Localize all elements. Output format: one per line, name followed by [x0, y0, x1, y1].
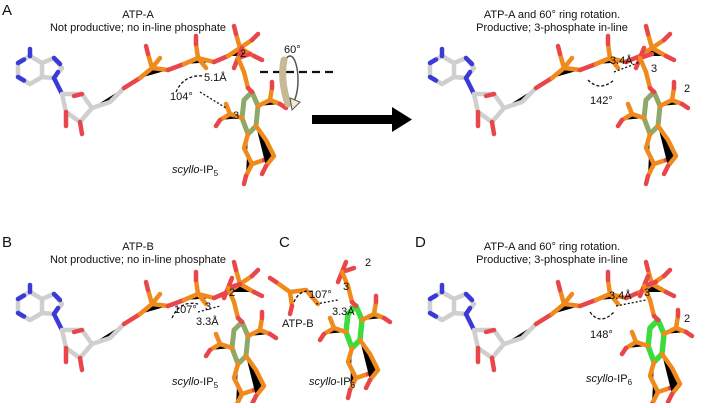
panel-d: D ATP-A and 60° ring rotation. Productiv…	[415, 234, 692, 403]
rotation-band	[279, 56, 292, 108]
position-label-b-2: 3	[205, 301, 211, 313]
angle-c: 107°	[309, 289, 332, 301]
position-label-d-2: 2	[684, 313, 690, 325]
rotation-arrowhead-icon	[289, 97, 301, 112]
rotation-angle: 60°	[284, 44, 301, 56]
position-label-a-rotated-1: 3	[651, 63, 657, 75]
panel-d-subtitle: Productive; 3-phosphate in-line	[476, 254, 628, 266]
distance-d: 3.4Å	[609, 289, 632, 302]
distance-b: 3.3Å	[196, 315, 219, 328]
panel-a-rotated: ATP-A and 60° ring rotation. Productive;…	[430, 9, 690, 184]
position-label-d-1: 3	[644, 287, 650, 299]
panel-c: C 107° 3.3Å 2 3 ATP-B scyllo-IP6	[267, 234, 390, 398]
molecule-label-d: scyllo-IP6	[586, 373, 633, 387]
distance-a: 5.1Å	[204, 71, 227, 84]
panel-a-label: A	[2, 2, 12, 19]
molecule-label-c: scyllo-IP6	[309, 376, 356, 390]
position-label-a-2: 3	[233, 110, 239, 122]
atp-b-label-c: ATP-B	[282, 318, 314, 330]
panel-d-label: D	[415, 234, 426, 251]
panel-a-rotated-title: ATP-A and 60° ring rotation.	[484, 9, 620, 21]
angle-b: 107°	[174, 304, 197, 316]
angle-arc-b	[171, 302, 199, 319]
panel-a-rotated-subtitle: Productive; 3-phosphate in-line	[476, 22, 628, 34]
molecule-label-b: scyllo-IP5	[172, 376, 219, 390]
position-label-a-1: 2	[240, 48, 246, 60]
panel-b-subtitle: Not productive; no in-line phosphate	[50, 254, 226, 266]
distance-line-d	[615, 299, 647, 307]
angle-arc-d	[589, 311, 615, 320]
position-label-b-1: 2	[229, 287, 235, 299]
panel-a-subtitle: Not productive; no in-line phosphate	[50, 22, 226, 34]
panel-b-label: B	[2, 234, 12, 251]
molecule-label-a: scyllo-IP5	[172, 164, 219, 178]
atp-fragment-c	[273, 279, 321, 309]
panel-d-title: ATP-A and 60° ring rotation.	[484, 241, 620, 253]
panel-b-title: ATP-B	[122, 241, 154, 253]
arrow-right-icon	[392, 107, 412, 132]
atp-molecule-d	[430, 262, 674, 370]
angle-a: 104°	[170, 91, 193, 103]
angle-arc-a-rotated	[587, 79, 615, 87]
panel-a: A ATP-A Not productive; no in-line phosp…	[2, 2, 338, 184]
angle-arc-a	[175, 75, 205, 93]
transition-arrow	[312, 107, 412, 132]
distance-line-a	[199, 91, 227, 109]
position-label-c-1: 2	[365, 257, 371, 269]
panel-b: B ATP-B Not productive; no in-line phosp…	[2, 234, 276, 403]
scyllo-ip5-molecule-a	[216, 48, 286, 184]
distance-a-rotated: 3.4Å	[610, 54, 633, 67]
atp-molecule-b	[18, 262, 262, 370]
panel-c-label: C	[279, 234, 290, 251]
angle-a-rotated: 142°	[590, 95, 613, 107]
position-label-a-rotated-2: 2	[684, 83, 690, 95]
angle-d: 148°	[590, 329, 613, 341]
position-label-c-2: 3	[343, 281, 349, 293]
distance-line-a-rotated	[613, 61, 641, 73]
panel-a-title: ATP-A	[122, 9, 154, 21]
distance-c: 3.3Å	[332, 305, 355, 318]
angle-arc-c	[293, 290, 315, 303]
